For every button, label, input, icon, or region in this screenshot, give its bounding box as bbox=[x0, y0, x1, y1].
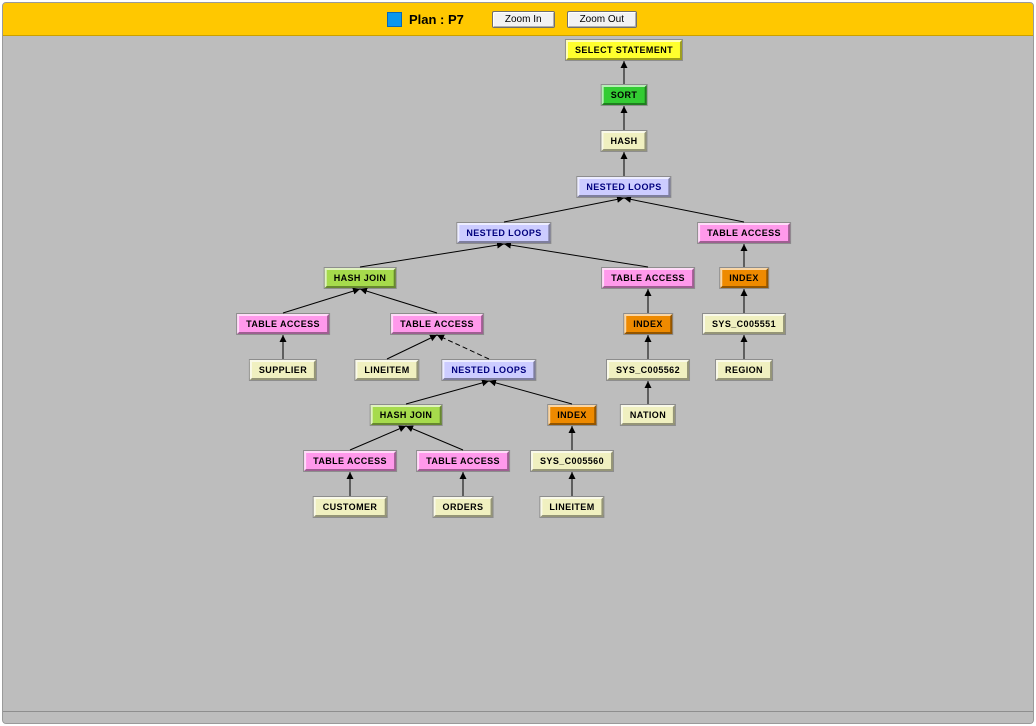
status-bar bbox=[3, 711, 1033, 723]
plan-edge-table-access-nation-to-nested-loops-2 bbox=[503, 241, 649, 268]
plan-node-table-access-supplier[interactable]: TABLE ACCESS bbox=[237, 314, 329, 334]
edge-layer bbox=[279, 61, 748, 496]
plan-node-table-access-region[interactable]: TABLE ACCESS bbox=[698, 223, 790, 243]
plan-edge-nested-loops-3-to-table-access-lineitem bbox=[436, 334, 490, 360]
plan-node-lineitem-1[interactable]: LINEITEM bbox=[355, 360, 419, 380]
plan-node-nested-loops-2[interactable]: NESTED LOOPS bbox=[457, 223, 551, 243]
plan-node-table-access-lineitem[interactable]: TABLE ACCESS bbox=[391, 314, 483, 334]
plan-node-nested-loops-3[interactable]: NESTED LOOPS bbox=[442, 360, 536, 380]
plan-node-orders[interactable]: ORDERS bbox=[433, 497, 493, 517]
plan-icon bbox=[386, 11, 402, 27]
plan-node-sys-c005551[interactable]: SYS_C005551 bbox=[703, 314, 785, 334]
plan-node-sys-c005562[interactable]: SYS_C005562 bbox=[607, 360, 689, 380]
plan-node-supplier[interactable]: SUPPLIER bbox=[249, 360, 317, 380]
plan-node-hash-join-1[interactable]: HASH JOIN bbox=[324, 268, 396, 288]
plan-node-lineitem-2[interactable]: LINEITEM bbox=[540, 497, 604, 517]
plan-title: Plan : P7 bbox=[408, 11, 464, 27]
plan-edge-table-access-region-to-nested-loops-1 bbox=[623, 195, 745, 223]
plan-node-hash[interactable]: HASH bbox=[601, 131, 647, 151]
plan-node-index-lineitem[interactable]: INDEX bbox=[548, 405, 596, 425]
plan-node-region[interactable]: REGION bbox=[716, 360, 772, 380]
plan-edge-index-lineitem-to-nested-loops-3 bbox=[488, 379, 573, 405]
plan-node-hash-join-2[interactable]: HASH JOIN bbox=[370, 405, 442, 425]
plan-node-table-access-orders[interactable]: TABLE ACCESS bbox=[417, 451, 509, 471]
plan-node-sort[interactable]: SORT bbox=[601, 85, 647, 105]
plan-node-nested-loops-1[interactable]: NESTED LOOPS bbox=[577, 177, 671, 197]
plan-node-sys-c005560[interactable]: SYS_C005560 bbox=[531, 451, 613, 471]
plan-node-table-access-customer[interactable]: TABLE ACCESS bbox=[304, 451, 396, 471]
plan-node-index-nation[interactable]: INDEX bbox=[624, 314, 672, 334]
plan-node-nation[interactable]: NATION bbox=[620, 405, 676, 425]
plan-node-select-statement[interactable]: SELECT STATEMENT bbox=[565, 40, 683, 60]
plan-edge-table-access-customer-to-hash-join-2 bbox=[349, 425, 407, 451]
plan-node-index-region[interactable]: INDEX bbox=[720, 268, 768, 288]
zoom-in-button[interactable]: Zoom In bbox=[491, 10, 555, 28]
plan-node-table-access-nation[interactable]: TABLE ACCESS bbox=[602, 268, 694, 288]
plan-edge-hash-join-1-to-nested-loops-2 bbox=[359, 241, 505, 268]
plan-node-customer[interactable]: CUSTOMER bbox=[313, 497, 387, 517]
plan-edge-table-access-orders-to-hash-join-2 bbox=[405, 425, 464, 451]
title-bar: Plan : P7 Zoom In Zoom Out bbox=[3, 3, 1033, 36]
plan-edge-lineitem-1-to-table-access-lineitem bbox=[386, 334, 438, 360]
plan-canvas: SELECT STATEMENT SORT HASH NESTED LOOPS NEST… bbox=[3, 36, 1033, 711]
zoom-out-button[interactable]: Zoom Out bbox=[566, 10, 638, 28]
plan-edge-nested-loops-2-to-nested-loops-1 bbox=[503, 195, 625, 223]
plan-edge-table-access-lineitem-to-hash-join-1 bbox=[359, 287, 438, 314]
plan-edge-hash-join-2-to-nested-loops-3 bbox=[405, 379, 490, 405]
plan-edge-table-access-supplier-to-hash-join-1 bbox=[282, 287, 361, 314]
